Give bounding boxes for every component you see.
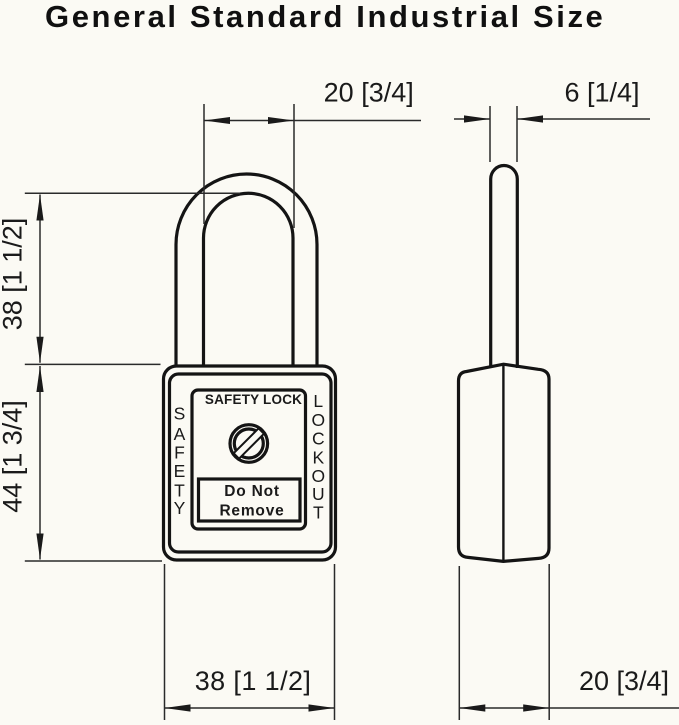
svg-text:K: K	[312, 447, 324, 467]
svg-text:20 [3/4]: 20 [3/4]	[579, 666, 669, 696]
svg-text:Remove: Remove	[219, 503, 284, 520]
svg-text:T: T	[313, 503, 324, 523]
svg-text:44 [1 3/4]: 44 [1 3/4]	[0, 400, 28, 513]
svg-text:O: O	[311, 466, 325, 486]
svg-text:L: L	[313, 391, 323, 411]
svg-text:S: S	[174, 403, 186, 423]
svg-text:T: T	[174, 481, 185, 501]
svg-text:Do Not: Do Not	[224, 483, 280, 500]
svg-text:O: O	[311, 410, 325, 430]
svg-text:C: C	[312, 429, 325, 449]
svg-text:38 [1 1/2]: 38 [1 1/2]	[0, 218, 28, 331]
svg-text:A: A	[174, 424, 186, 444]
svg-text:E: E	[174, 461, 186, 481]
svg-text:U: U	[312, 484, 325, 504]
svg-text:38 [1 1/2]: 38 [1 1/2]	[195, 666, 312, 696]
svg-text:6 [1/4]: 6 [1/4]	[564, 78, 639, 108]
svg-text:20 [3/4]: 20 [3/4]	[324, 78, 414, 108]
svg-text:F: F	[174, 442, 185, 462]
svg-text:Y: Y	[174, 498, 186, 518]
svg-text:SAFETY LOCK: SAFETY LOCK	[205, 392, 302, 407]
